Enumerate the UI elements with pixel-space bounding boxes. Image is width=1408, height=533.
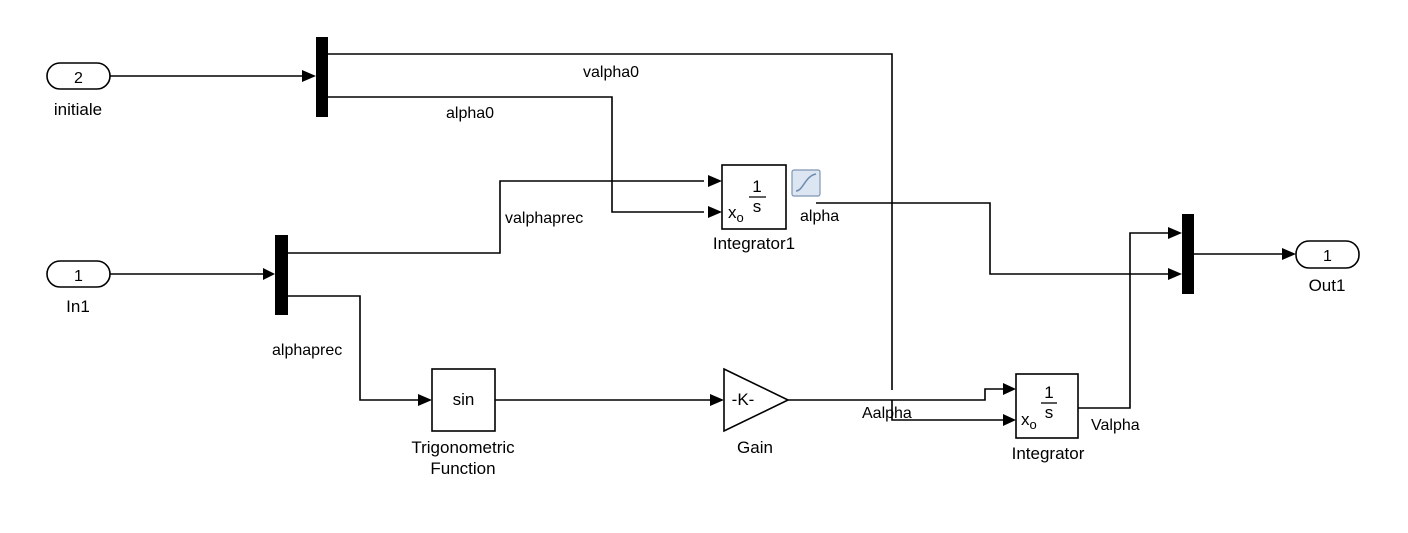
- wire-valpha: [1078, 232, 1170, 409]
- inport-shape[interactable]: [46, 260, 111, 288]
- integrator-numerator: 1: [1044, 383, 1053, 402]
- signal-logging-icon[interactable]: [791, 169, 821, 197]
- integrator1-numerator: 1: [752, 177, 761, 196]
- arrowhead: [1003, 414, 1016, 426]
- integrator-denominator: s: [1045, 403, 1054, 422]
- arrowhead: [708, 175, 722, 187]
- wire-valpha0-a: [328, 53, 893, 390]
- arrowhead: [263, 268, 275, 280]
- arrowheads: [263, 70, 1296, 426]
- integrator1-label: Integrator1: [713, 234, 795, 253]
- integrator1-denominator: s: [753, 197, 762, 216]
- wire-alpha: [816, 202, 1170, 275]
- wire-valpha0-b: [891, 400, 1003, 421]
- signal-labels: valpha0 alpha0 valphaprec alpha alphapre…: [272, 64, 1140, 434]
- trig-label-line2: Function: [430, 459, 495, 478]
- trig-box[interactable]: [431, 368, 496, 432]
- signal-label-valpha: Valpha: [1091, 417, 1140, 434]
- mux-output[interactable]: [1182, 214, 1194, 294]
- gain-triangle[interactable]: [723, 367, 790, 433]
- inport-initiale[interactable]: 2 initiale: [46, 62, 111, 119]
- arrowhead: [1168, 268, 1182, 280]
- inport-number: 2: [74, 70, 83, 87]
- wire-alphaprec: [288, 295, 418, 401]
- signal-label-alphaprec: alphaprec: [272, 342, 342, 359]
- arrowhead: [1282, 248, 1296, 260]
- demux-in1[interactable]: [275, 235, 288, 315]
- demux-initiale[interactable]: [316, 37, 328, 117]
- signal-lines: [110, 53, 1284, 421]
- integrator-box[interactable]: [1015, 373, 1079, 439]
- wire-aalpha: [788, 388, 1003, 401]
- signal-label-aalpha: Aalpha: [862, 405, 912, 422]
- integrator1-x0: xo: [728, 203, 744, 225]
- gain-value: -K-: [732, 390, 755, 409]
- arrowhead: [1168, 227, 1182, 239]
- arrowhead: [710, 394, 724, 406]
- arrowhead: [302, 70, 316, 82]
- gain-label: Gain: [737, 438, 773, 457]
- wire-valphaprec: [288, 180, 704, 254]
- integrator1-block[interactable]: xo 1 s Integrator1: [713, 164, 795, 253]
- wire-alpha0: [328, 96, 704, 213]
- signal-label-alpha: alpha: [800, 208, 839, 225]
- outport-shape[interactable]: [1295, 240, 1360, 269]
- inport-in1[interactable]: 1 In1: [46, 260, 111, 316]
- inport-shape[interactable]: [46, 62, 111, 90]
- signal-label-valpha0: valpha0: [583, 64, 639, 81]
- integrator-x0: xo: [1021, 410, 1037, 432]
- inport-label: initiale: [54, 100, 102, 119]
- outport-number: 1: [1323, 248, 1332, 265]
- inport-label: In1: [66, 297, 90, 316]
- integrator-label: Integrator: [1012, 444, 1085, 463]
- signal-label-alpha0: alpha0: [446, 105, 494, 122]
- trig-function-block[interactable]: sin Trigonometric Function: [411, 368, 515, 478]
- trig-function-text: sin: [453, 390, 475, 409]
- arrowhead: [1003, 383, 1016, 395]
- arrowhead: [708, 206, 722, 218]
- trig-label-line1: Trigonometric: [411, 438, 515, 457]
- outport-out1[interactable]: 1 Out1: [1295, 240, 1360, 295]
- arrowhead: [418, 394, 432, 406]
- signal-label-valphaprec: valphaprec: [505, 210, 583, 227]
- integrator-block[interactable]: xo 1 s Integrator: [1012, 373, 1085, 463]
- curve-icon: [795, 173, 817, 192]
- outport-label: Out1: [1309, 276, 1346, 295]
- inport-number: 1: [74, 268, 83, 285]
- gain-block[interactable]: -K- Gain: [723, 367, 790, 457]
